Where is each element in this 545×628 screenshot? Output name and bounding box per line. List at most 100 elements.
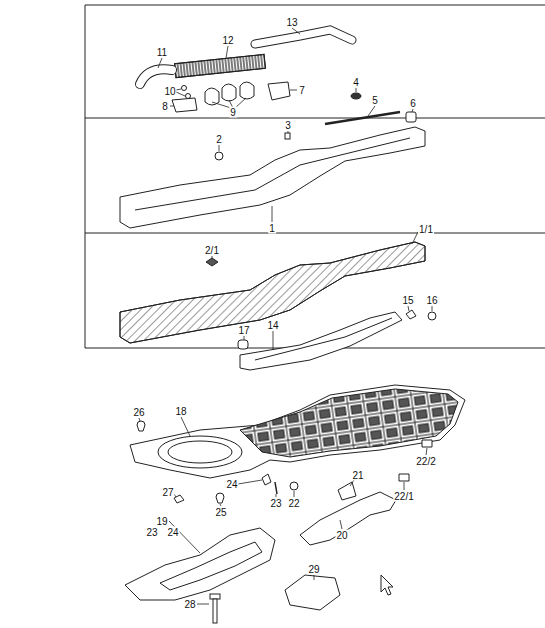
callout-number: 19 <box>155 516 168 527</box>
frame-lines <box>85 118 545 119</box>
callout-number: 27 <box>161 487 174 498</box>
callout-number: 9 <box>229 107 237 118</box>
callout-number: 10 <box>163 86 176 97</box>
skid-plates <box>285 575 340 610</box>
frame-lines <box>85 233 545 234</box>
leader-lines <box>292 28 300 34</box>
skid-plates <box>125 385 465 623</box>
callout-number: 22/2 <box>415 456 436 467</box>
bracket-14 <box>255 318 392 360</box>
callout-number: 28 <box>183 599 196 610</box>
callout-number: 21 <box>351 470 364 481</box>
frame-beam <box>120 127 425 228</box>
hoses-and-brackets <box>175 54 266 77</box>
frame-beam <box>215 152 223 160</box>
leader-lines <box>426 448 427 455</box>
callout-number: 8 <box>161 101 169 112</box>
callout-number: 7 <box>298 85 306 96</box>
leader-lines <box>226 46 228 58</box>
bracket-14 <box>240 312 402 370</box>
hoses-and-brackets <box>140 69 172 84</box>
leader-lines <box>408 306 409 311</box>
hoses-and-brackets <box>268 82 290 100</box>
leader-lines <box>244 336 245 340</box>
callout-number: 20 <box>335 530 348 541</box>
skid-plates <box>399 474 409 481</box>
leader-lines <box>272 206 273 222</box>
leader-lines <box>290 90 297 91</box>
hoses-and-brackets <box>140 30 416 124</box>
callout-number: 23 <box>269 498 282 509</box>
hoses-and-brackets <box>255 30 352 44</box>
skid-plates <box>338 482 356 500</box>
callout-number: 29 <box>307 564 320 575</box>
frame-lines <box>85 5 545 6</box>
hoses-and-brackets <box>255 30 352 44</box>
hoses-and-brackets <box>205 88 219 105</box>
leader-lines <box>212 102 231 108</box>
skid-plates <box>216 493 224 503</box>
skid-plates <box>174 495 184 503</box>
leader-lines <box>340 520 342 529</box>
callout-number: 26 <box>132 407 145 418</box>
hoses-and-brackets <box>222 84 236 101</box>
frame-lines <box>85 5 545 348</box>
hoses-and-brackets <box>175 54 266 77</box>
skid-plates <box>300 492 396 545</box>
leader-lines <box>288 131 289 133</box>
hoses-and-brackets <box>172 98 197 112</box>
callout-number: 2 <box>215 134 223 145</box>
skid-plates <box>137 421 145 431</box>
leader-lines <box>158 58 162 68</box>
skid-plates <box>130 385 465 478</box>
hoses-and-brackets <box>325 112 400 124</box>
leader-lines <box>368 106 375 116</box>
callout-number: 15 <box>401 295 414 306</box>
skid-plates <box>210 594 220 599</box>
callout-number: 11 <box>156 47 168 58</box>
skid-plates <box>125 528 275 600</box>
bracket-14 <box>238 310 436 370</box>
leader-lines <box>273 331 274 350</box>
leader-lines <box>356 88 357 92</box>
leader-lines <box>294 491 295 497</box>
leader-lines <box>176 92 185 96</box>
callout-number: 22/1 <box>393 491 414 502</box>
skid-plates <box>290 482 298 490</box>
callout-number: 2/1 <box>204 245 220 256</box>
leader-lines <box>350 480 354 486</box>
leader-lines <box>170 106 174 107</box>
skid-plates <box>213 599 217 623</box>
callout-number: 17 <box>237 325 250 336</box>
frame-beam <box>285 133 290 139</box>
leader-lines <box>176 89 181 90</box>
mouse-cursor <box>381 575 393 595</box>
frame-lines <box>85 5 86 348</box>
frame-beam <box>135 138 410 210</box>
hoses-and-brackets <box>182 86 187 91</box>
frame-beam <box>206 258 218 266</box>
callout-number: 23 <box>145 527 158 538</box>
callout-number: 16 <box>425 295 438 306</box>
callout-number: 4 <box>352 77 360 88</box>
callout-number: 1/1 <box>418 224 434 235</box>
callout-number: 5 <box>371 95 379 106</box>
skid-plates <box>160 542 262 590</box>
leader-lines <box>238 480 262 484</box>
bracket-14 <box>238 340 248 349</box>
hoses-and-brackets <box>406 112 416 122</box>
skid-plates <box>158 436 242 468</box>
frame-beam <box>120 127 425 343</box>
callout-number: 12 <box>221 35 234 46</box>
leader-lines <box>139 28 432 604</box>
leader-lines <box>181 417 190 436</box>
callout-number: 22 <box>287 498 300 509</box>
bracket-14 <box>428 312 436 320</box>
callout-number: 25 <box>214 507 227 518</box>
callout-number: 24 <box>225 479 238 490</box>
callout-number: 1 <box>268 223 276 234</box>
callout-number: 3 <box>284 120 292 131</box>
hoses-and-brackets <box>351 93 361 99</box>
